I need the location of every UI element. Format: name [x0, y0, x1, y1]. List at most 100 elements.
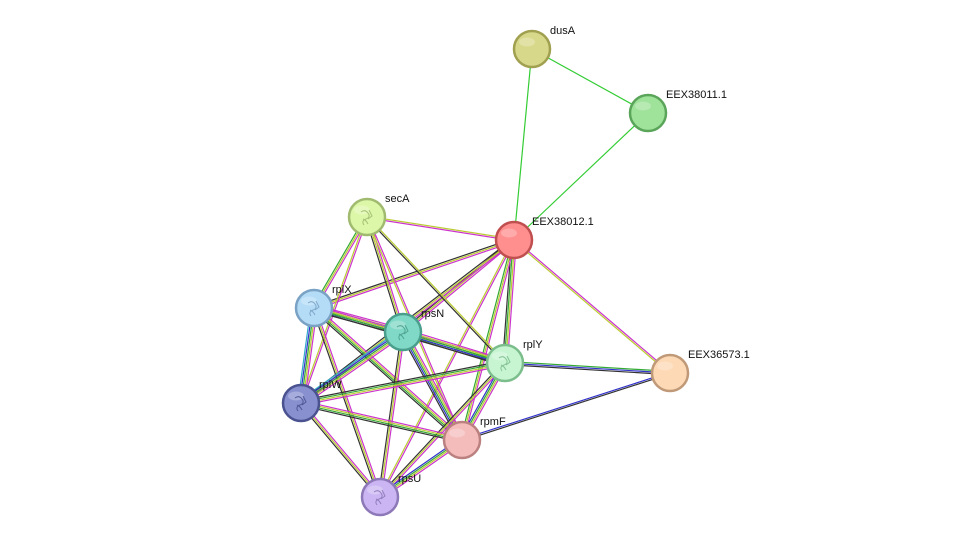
edge-evidence-line — [300, 402, 381, 498]
edge-evidence-line — [301, 364, 506, 406]
protein-structure-icon — [307, 300, 320, 317]
node-circle[interactable] — [347, 197, 387, 237]
edge-rplY-rpsU — [378, 361, 507, 499]
edge-evidence-line — [403, 240, 516, 334]
node-dusA[interactable]: dusA — [512, 25, 576, 69]
edge-evidence-line — [504, 362, 671, 374]
node-label: dusA — [550, 25, 576, 37]
node-label: rpsU — [398, 473, 421, 485]
protein-structure-icon — [396, 324, 409, 341]
edge-evidence-line — [513, 48, 533, 241]
node-highlight — [657, 361, 673, 371]
edge-evidence-line — [380, 363, 507, 499]
edge-evidence-line — [379, 331, 404, 498]
edge-evidence-line — [300, 360, 505, 402]
edge-evidence-line — [366, 216, 404, 333]
edge-evidence-line — [505, 240, 516, 364]
node-circle[interactable] — [442, 420, 482, 460]
node-EEX36573.1[interactable]: EEX36573.1 — [650, 349, 750, 393]
node-rpmF[interactable]: rpmF — [442, 416, 506, 460]
edge-evidence-line — [365, 217, 505, 364]
node-rplY[interactable]: rplY — [485, 339, 543, 383]
node-rpsU[interactable]: rpsU — [360, 473, 421, 517]
edge-evidence-line — [378, 239, 514, 497]
edge-evidence-line — [299, 330, 403, 403]
edge-rplW-rpsU — [299, 401, 382, 499]
node-label: rpmF — [480, 416, 506, 428]
node-highlight — [519, 37, 535, 47]
node-circle[interactable] — [628, 93, 668, 133]
node-circle[interactable] — [512, 29, 552, 69]
edge-rplY-rplW — [300, 360, 506, 406]
edge-evidence-line — [314, 306, 463, 440]
edge-evidence-line — [380, 332, 406, 498]
edge-evidence-line — [462, 240, 517, 441]
edge-EEX38012.1-EEX36573.1 — [513, 238, 671, 375]
edge-evidence-line — [461, 239, 515, 441]
edge-EEX38012.1-rpmF — [459, 239, 517, 441]
protein-structure-icon — [373, 489, 386, 506]
edge-evidence-line — [300, 361, 505, 403]
edge-evidence-line — [301, 400, 463, 439]
node-rpsN[interactable]: rpsN — [383, 308, 444, 352]
protein-structure-icon — [294, 395, 307, 412]
node-circle[interactable] — [485, 343, 525, 383]
edge-EEX38012.1-rpsU — [378, 239, 516, 498]
node-label: EEX38011.1 — [666, 89, 727, 101]
edge-rplW-rpmF — [300, 400, 463, 443]
edge-evidence-line — [314, 307, 383, 497]
node-highlight — [501, 228, 517, 238]
node-label: EEX36573.1 — [688, 349, 750, 361]
edge-evidence-line — [300, 404, 462, 443]
edge-evidence-line — [313, 239, 515, 309]
node-circle[interactable] — [360, 477, 400, 517]
edge-evidence-line — [311, 308, 380, 498]
edge-evidence-line — [399, 333, 460, 442]
edge-evidence-line — [302, 334, 406, 407]
edge-evidence-line — [461, 371, 670, 440]
node-label: secA — [385, 193, 410, 205]
edge-evidence-line — [513, 112, 649, 241]
node-rplW[interactable]: rplW — [281, 379, 342, 423]
node-highlight — [301, 296, 317, 306]
edge-evidence-line — [513, 240, 670, 375]
edge-secA-rplY — [365, 216, 507, 364]
edge-evidence-line — [378, 361, 505, 497]
edge-evidence-line — [301, 401, 382, 497]
edge-rpsN-rplW — [298, 328, 406, 407]
edge-evidence-line — [300, 403, 462, 442]
node-highlight — [449, 428, 465, 438]
edge-evidence-line — [506, 240, 517, 364]
edge-evidence-line — [367, 216, 507, 363]
node-highlight — [492, 351, 508, 361]
edge-evidence-line — [379, 362, 506, 498]
edge-evidence-line — [300, 331, 404, 404]
edge-rplX-rpsU — [311, 307, 383, 498]
node-highlight — [288, 391, 304, 401]
node-circle[interactable] — [494, 220, 534, 260]
edge-evidence-line — [313, 308, 462, 442]
node-EEX38011.1[interactable]: EEX38011.1 — [628, 89, 727, 133]
edge-evidence-line — [366, 217, 514, 242]
edge-evidence-line — [301, 332, 405, 405]
node-label: rplY — [523, 339, 543, 351]
node-circle[interactable] — [281, 383, 321, 423]
protein-structure-icon — [360, 209, 373, 226]
node-rplX[interactable]: rplX — [294, 284, 352, 328]
edge-evidence-line — [299, 403, 380, 499]
edge-evidence-line — [298, 328, 402, 401]
edge-evidence-line — [364, 217, 403, 333]
node-circle[interactable] — [294, 288, 334, 328]
edge-evidence-line — [459, 239, 514, 440]
edge-evidence-line — [531, 48, 649, 114]
edge-rplY-EEX36573.1 — [504, 360, 671, 376]
edge-evidence-line — [314, 240, 515, 311]
edge-evidence-line — [380, 240, 516, 498]
node-circle[interactable] — [650, 353, 690, 393]
node-EEX38012.1[interactable]: EEX38012.1 — [494, 216, 594, 260]
node-label: rplW — [319, 379, 342, 391]
node-circle[interactable] — [383, 312, 423, 352]
node-secA[interactable]: secA — [347, 193, 410, 237]
